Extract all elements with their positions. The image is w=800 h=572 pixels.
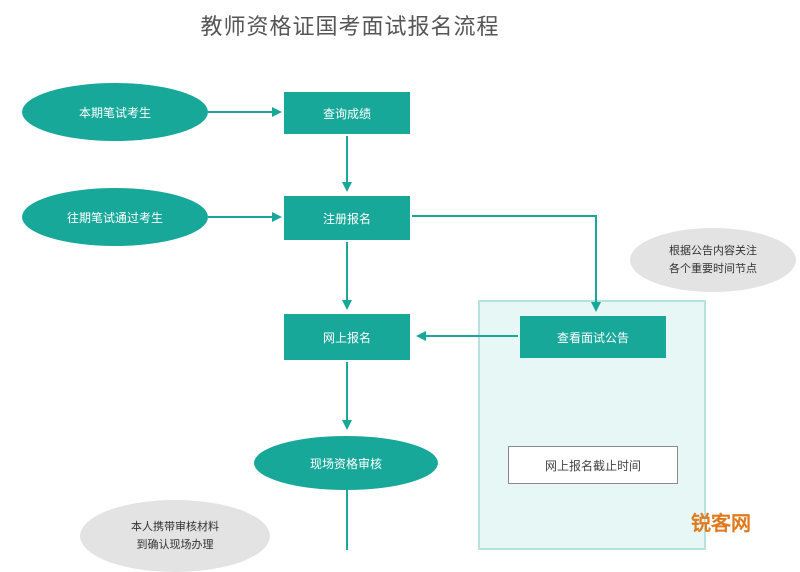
node-confirm-info-label: 注册报名 — [322, 211, 371, 226]
node-online-apply: 网上报名 — [284, 314, 410, 360]
page-title: 教师资格证国考面试报名流程 — [200, 15, 500, 40]
node-notice: 查看面试公告 — [520, 316, 666, 358]
node-query-score-label: 查询成绩 — [322, 106, 371, 121]
note-bottom-left-line-2: 到确认现场办理 — [136, 538, 214, 551]
watermark-text: 锐客网 — [691, 510, 751, 535]
node-start-old: 往期笔试通过考生 — [22, 188, 208, 246]
node-review-label: 现场资格审核 — [309, 456, 382, 471]
node-notice-label: 查看面试公告 — [556, 330, 629, 345]
note-bottom-left: 本人携带审核材料 到确认现场办理 — [80, 500, 270, 572]
note-top-right-line-1: 根据公告内容关注 — [669, 244, 757, 257]
node-start-new-label: 本期笔试考生 — [78, 105, 151, 120]
node-start-new: 本期笔试考生 — [22, 83, 208, 141]
watermark-logo: 锐客网 — [676, 504, 766, 538]
node-deadline: 网上报名截止时间 — [508, 446, 678, 484]
arrow-confirm-to-notice — [412, 215, 601, 312]
node-review: 现场资格审核 — [254, 436, 438, 490]
note-top-right: 根据公告内容关注 各个重要时间节点 — [630, 228, 796, 292]
node-start-old-label: 往期笔试通过考生 — [66, 210, 163, 225]
node-deadline-label: 网上报名截止时间 — [544, 458, 641, 473]
node-online-apply-label: 网上报名 — [322, 330, 371, 345]
note-top-right-line-2: 各个重要时间节点 — [669, 262, 757, 275]
node-query-score: 查询成绩 — [284, 92, 410, 134]
flow-connectors — [208, 107, 601, 550]
note-bottom-left-line-1: 本人携带审核材料 — [131, 520, 219, 533]
node-confirm-info: 注册报名 — [284, 196, 410, 240]
